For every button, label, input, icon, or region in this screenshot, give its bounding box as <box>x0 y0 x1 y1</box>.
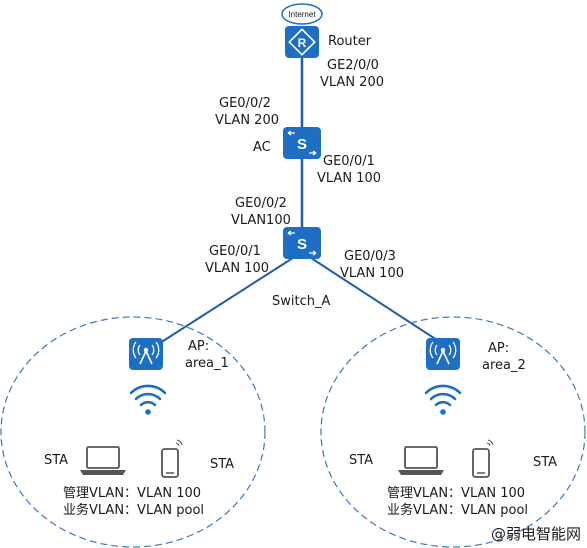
internet-cloud-icon <box>281 3 323 25</box>
router-icon: R <box>285 26 319 58</box>
ap2-label-line2: area_2 <box>482 358 526 373</box>
switch-a-label: Switch_A <box>272 294 331 309</box>
router-vlan-label: VLAN 200 <box>320 75 384 90</box>
ac-down-vlan-label: VLAN 100 <box>317 171 381 186</box>
area2-sta-label-left: STA <box>349 453 374 468</box>
router-label: Router <box>328 34 372 49</box>
area2-sta-label-right: STA <box>533 455 558 470</box>
link-switch-ap1 <box>159 255 297 344</box>
ap2-label-line1: AP: <box>488 341 510 356</box>
link-switch-ap2 <box>307 255 438 341</box>
switch-up-port-label: GE0/0/2 <box>235 196 287 211</box>
switch-left-vlan-label: VLAN 100 <box>205 261 269 276</box>
svg-text:R: R <box>298 36 307 50</box>
switch-up-vlan-label: VLAN100 <box>231 213 291 228</box>
router-port-label: GE2/0/0 <box>327 58 379 73</box>
area1-sta-label-left: STA <box>44 453 69 468</box>
ac-up-vlan-label: VLAN 200 <box>215 113 279 128</box>
laptop-area2-icon <box>398 446 444 475</box>
ac-down-port-label: GE0/0/1 <box>323 154 375 169</box>
ac-up-port-label: GE0/0/2 <box>219 96 271 111</box>
area-2-boundary <box>320 316 586 548</box>
wifi-signal-area1-icon <box>129 384 167 415</box>
ac-switch-icon: S <box>283 127 321 159</box>
internet-label: Internet <box>288 10 316 19</box>
area-1-boundary <box>0 316 266 548</box>
area1-sta-label-right: STA <box>210 457 235 472</box>
switch-a-icon: S <box>283 227 321 259</box>
ac-label: AC <box>253 140 271 155</box>
wifi-signal-area2-icon <box>424 384 462 415</box>
ap1-label-line1: AP: <box>188 339 210 354</box>
phone-area1-icon <box>161 439 183 478</box>
area2-service-vlan: 业务VLAN：VLAN pool <box>387 503 529 518</box>
svg-text:S: S <box>297 136 307 153</box>
area1-service-vlan: 业务VLAN：VLAN pool <box>63 503 205 518</box>
laptop-area1-icon <box>80 446 126 475</box>
ap1-label-line2: area_1 <box>185 356 229 371</box>
switch-right-vlan-label: VLAN 100 <box>340 266 404 281</box>
area1-mgmt-vlan: 管理VLAN：VLAN 100 <box>63 486 202 501</box>
switch-left-port-label: GE0/0/1 <box>209 244 261 259</box>
ap-area1-icon <box>129 338 163 370</box>
switch-right-port-label: GE0/0/3 <box>344 249 396 264</box>
ap-area2-icon <box>426 338 460 370</box>
phone-area2-icon <box>472 439 494 478</box>
area2-mgmt-vlan: 管理VLAN：VLAN 100 <box>387 486 526 501</box>
watermark: @弱电智能网 <box>490 525 581 543</box>
svg-text:S: S <box>297 236 307 253</box>
